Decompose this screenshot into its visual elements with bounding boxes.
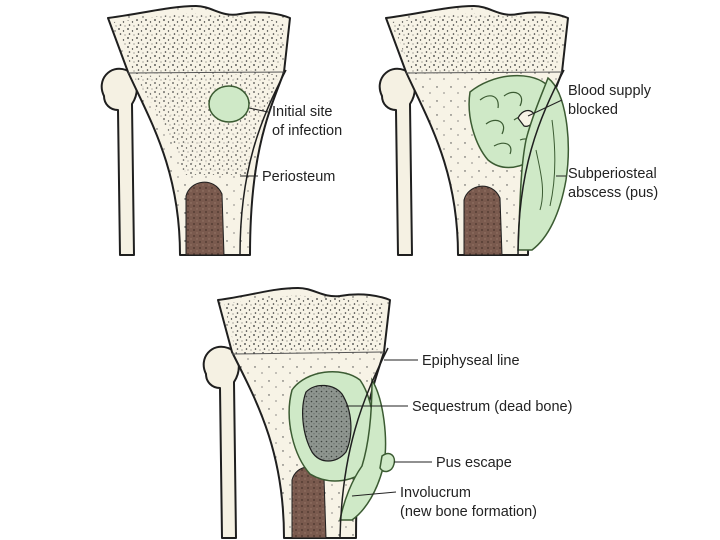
label-involucrum: Involucrum	[400, 485, 471, 501]
label-subperiosteal: Subperiosteal	[568, 166, 657, 182]
label-abscess-pus: abscess (pus)	[568, 185, 658, 201]
label-epiphyseal-line: Epiphyseal line	[422, 353, 520, 369]
label-of-infection: of infection	[272, 123, 342, 139]
label-blocked: blocked	[568, 102, 618, 118]
label-pus-escape: Pus escape	[436, 455, 512, 471]
epiphysis	[114, 14, 284, 74]
fibula-bone	[204, 347, 239, 538]
label-blood-supply: Blood supply	[568, 83, 652, 99]
panel-initial-site: Initial site of infection Periosteum	[102, 6, 342, 255]
label-initial-site: Initial site	[272, 104, 332, 120]
marrow-cavity	[464, 186, 502, 255]
fibula-bone	[380, 69, 415, 255]
pus-escape	[380, 454, 394, 472]
panel-subperiosteal-abscess: Blood supply blocked Subperiosteal absce…	[380, 6, 659, 255]
epiphysis	[392, 14, 562, 74]
label-periosteum: Periosteum	[262, 169, 335, 185]
panel-chronic: Epiphyseal line Sequestrum (dead bone) P…	[204, 288, 573, 538]
marrow-cavity	[186, 182, 224, 255]
epiphysis	[224, 296, 384, 354]
label-sequestrum: Sequestrum (dead bone)	[412, 399, 572, 415]
fibula-bone	[102, 69, 137, 255]
infection-focus	[209, 86, 249, 122]
label-new-bone: (new bone formation)	[400, 504, 537, 520]
